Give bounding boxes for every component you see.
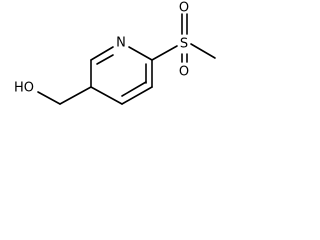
ring-nitrogen-label: N — [116, 36, 126, 51]
bond-c4-c5-inner — [121, 81, 147, 97]
bond-c3-c4 — [90, 86, 123, 105]
bond-c3-ch2 — [59, 86, 92, 105]
sulfur-label: S — [180, 37, 188, 52]
bond-ch2-o — [37, 91, 61, 105]
bond-c4-c5 — [121, 86, 153, 105]
bond-n-c6 — [128, 46, 153, 61]
bond-n-c2-inner — [96, 54, 114, 65]
bond-n-c2 — [90, 46, 114, 61]
skeletal-structure: N S O O HO — [14, 1, 216, 105]
oxygen-top-label: O — [179, 1, 189, 16]
oxygen-bottom-label: O — [179, 65, 189, 80]
bond-c6-s — [151, 45, 178, 61]
bond-s-methyl — [190, 43, 216, 59]
hydroxyl-label: HO — [14, 81, 34, 96]
